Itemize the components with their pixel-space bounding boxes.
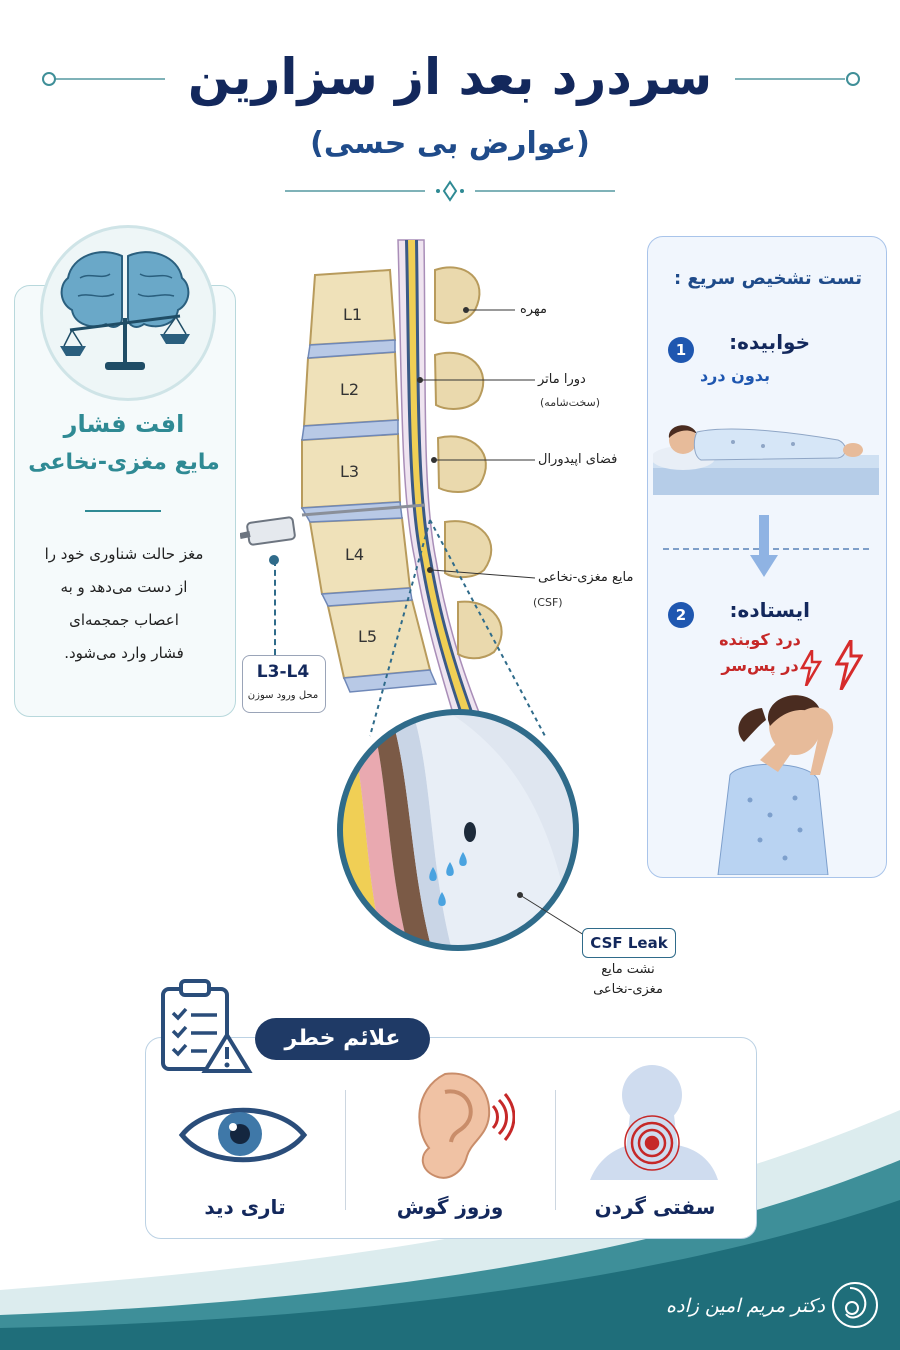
page-subtitle: (عوارض بی حسی): [310, 126, 590, 161]
card-divider: [85, 510, 161, 512]
vertebra-label-l2: L2: [340, 380, 360, 399]
header-dot-left: [42, 72, 56, 86]
step2-label: ایستاده:: [729, 598, 810, 622]
step1-description: بدون درد: [699, 366, 771, 385]
vertebra-label-l3: L3: [340, 462, 360, 481]
subtitle-divider-right: [475, 190, 615, 192]
quick-test-title: تست تشخیص سریع :: [673, 268, 862, 289]
danger-item-blurred-vision: تاری دید: [204, 1195, 286, 1219]
lying-patient-icon: [653, 425, 879, 495]
csf-pressure-heading-1: افت فشار: [63, 410, 185, 438]
label-csf: مایع مغزی-نخاعی: [538, 570, 634, 585]
step2-number-badge: 2: [668, 602, 694, 628]
arrow-down-icon: [750, 515, 778, 577]
brain-scale-icon: [60, 251, 190, 370]
vertebra-label-l4: L4: [345, 545, 365, 564]
description-line-2: از دست می‌دهد و به: [60, 578, 188, 596]
vertebra-bodies: [301, 268, 432, 680]
needle-entry-caption: محل ورود سوزن: [247, 690, 319, 701]
label-epidural-space: فضای اپیدورال: [538, 452, 618, 467]
csf-pressure-heading-2: مایع مغزی-نخاعی: [28, 450, 220, 475]
subtitle-divider-left: [285, 190, 425, 192]
spinous-processes: [433, 266, 503, 660]
vertebra-label-l5: L5: [358, 627, 378, 646]
description-line-1: مغز حالت شناوری خود را: [44, 545, 204, 563]
danger-divider-1: [345, 1090, 346, 1210]
mother-baby-logo-icon: [832, 1282, 878, 1328]
header-divider-right: [735, 78, 845, 80]
header-divider-left: [55, 78, 165, 80]
label-dura-mater-sub: (سخت‌شامه): [540, 396, 601, 409]
needle-connector-dot: [269, 555, 279, 565]
brain-badge: [40, 225, 216, 401]
label-csf-sub: (CSF): [533, 596, 563, 609]
needle-connector-line: [274, 560, 276, 655]
diamond-ornament-icon: [436, 180, 464, 202]
doctor-signature: دکتر مریم امین زاده: [666, 1295, 825, 1317]
danger-item-tinnitus: وزوز گوش: [396, 1195, 504, 1219]
step2-description-1: درد کوبنده: [719, 630, 801, 649]
label-dura-mater: دورا ماتر: [538, 372, 586, 387]
label-vertebra: مهره: [520, 302, 547, 317]
ear-tinnitus-icon: [418, 1072, 515, 1179]
lightning-left-icon: [800, 650, 822, 686]
step1-label: خوابیده:: [729, 330, 810, 354]
csf-leak-caption-2: مغزی-نخاعی: [593, 982, 663, 997]
eye-icon: [178, 1107, 308, 1163]
step2-description-2: در پس‌سر: [721, 656, 799, 675]
bottom-wave: [0, 1110, 900, 1350]
csf-pressure-description: مغز حالت شناوری خود را از دست می‌دهد و ب…: [24, 538, 224, 670]
description-line-3: اعصاب جمجمه‌ای: [69, 611, 179, 629]
danger-divider-2: [555, 1090, 556, 1210]
step1-number-badge: 1: [668, 337, 694, 363]
csf-leak-tag: CSF Leak: [582, 928, 676, 958]
csf-leak-magnifier: [337, 519, 593, 951]
danger-signs-title: علائم خطر: [255, 1018, 430, 1060]
description-line-4: فشار وارد می‌شود.: [64, 644, 184, 662]
danger-item-neck-stiffness: سفتی گردن: [594, 1195, 716, 1219]
syringe-icon: [240, 516, 296, 546]
needle-entry-tag: [242, 655, 326, 713]
spine-illustration: [240, 239, 536, 721]
header-dot-right: [846, 72, 860, 86]
vertebra-label-l1: L1: [343, 305, 363, 324]
csf-leak-caption-1: نشت مایع: [601, 962, 655, 977]
clipboard-warning-icon: [161, 979, 253, 1073]
standing-patient-headache-icon: [717, 695, 834, 875]
needle-level: L3-L4: [256, 662, 310, 682]
neck-stiffness-icon: [590, 1065, 718, 1180]
page-title: سردرد بعد از سزارین: [187, 48, 713, 106]
lightning-right-icon: [835, 640, 863, 690]
